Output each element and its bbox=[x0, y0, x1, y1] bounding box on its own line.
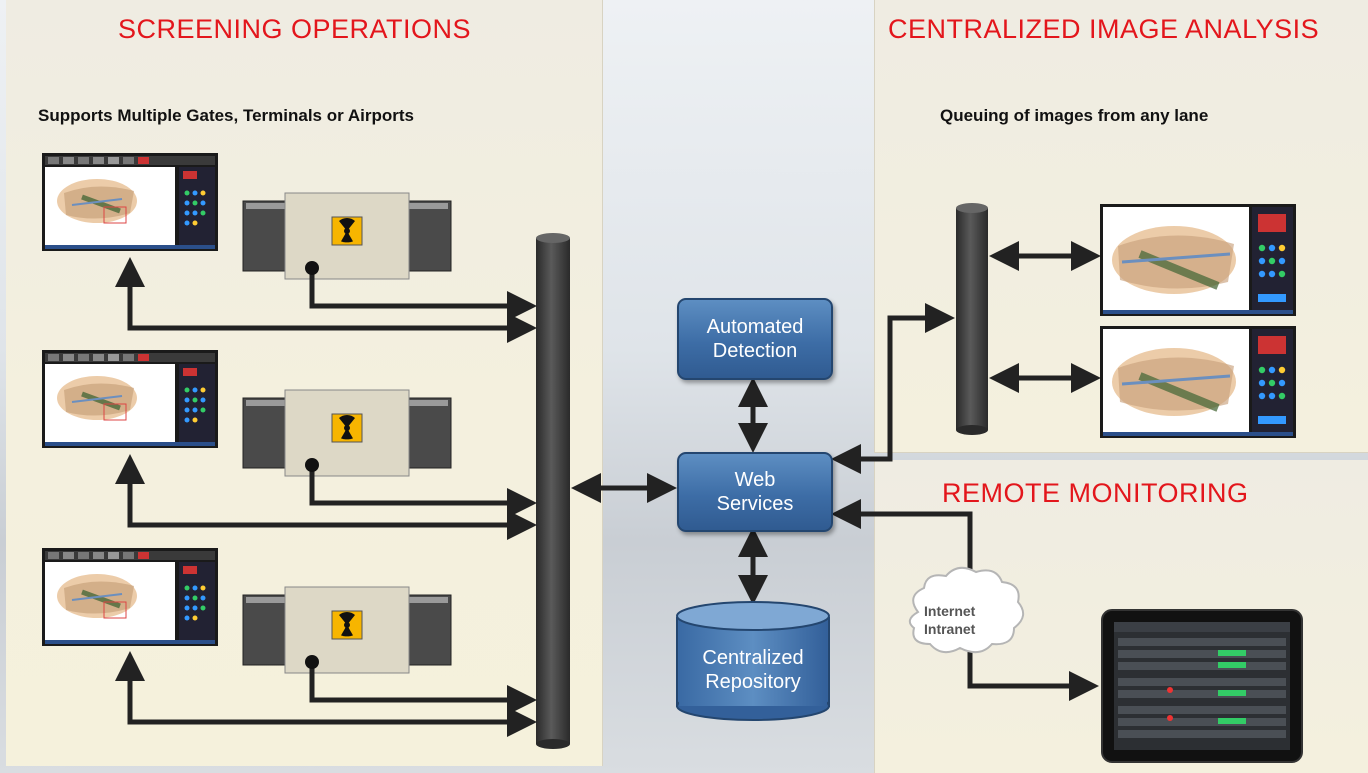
central-analysis-title: CENTRALIZED IMAGE ANALYSIS bbox=[888, 14, 1320, 44]
repository-cylinder bbox=[676, 601, 830, 721]
operator-monitor-1 bbox=[42, 153, 218, 251]
cloud-icon bbox=[908, 566, 1025, 654]
xray-machine-1 bbox=[242, 192, 452, 280]
repository-line1: Centralized bbox=[702, 647, 804, 669]
cloud-line1: Internet bbox=[924, 603, 976, 619]
web-services-line1: Web bbox=[734, 469, 776, 491]
xray-machine-3 bbox=[242, 586, 452, 674]
operator-monitor-3 bbox=[42, 548, 218, 646]
analysis-monitor-2 bbox=[1100, 326, 1296, 438]
network-backbone-right bbox=[956, 203, 988, 435]
screening-links bbox=[115, 241, 1101, 737]
remote-monitoring-title: REMOTE MONITORING bbox=[942, 478, 1249, 508]
repository-label: Centralized Repository bbox=[677, 646, 829, 694]
analysis-monitor-1 bbox=[1100, 204, 1296, 316]
web-services-node: Web Services bbox=[677, 452, 833, 532]
repository-line2: Repository bbox=[705, 671, 801, 693]
automated-detection-node: Automated Detection bbox=[677, 298, 833, 380]
xray-machine-2 bbox=[242, 389, 452, 477]
operator-monitor-2 bbox=[42, 350, 218, 448]
automated-detection-line2: Detection bbox=[712, 340, 798, 362]
network-backbone-left bbox=[536, 233, 570, 749]
automated-detection-line1: Automated bbox=[706, 316, 804, 338]
web-services-line2: Services bbox=[716, 493, 794, 515]
central-analysis-subtitle: Queuing of images from any lane bbox=[940, 106, 1209, 125]
cloud-label: Internet Intranet bbox=[924, 602, 975, 638]
tablet-icon bbox=[1101, 609, 1303, 763]
screening-subtitle: Supports Multiple Gates, Terminals or Ai… bbox=[38, 106, 414, 125]
cloud-line2: Intranet bbox=[924, 621, 976, 637]
screening-title: SCREENING OPERATIONS bbox=[118, 14, 472, 44]
